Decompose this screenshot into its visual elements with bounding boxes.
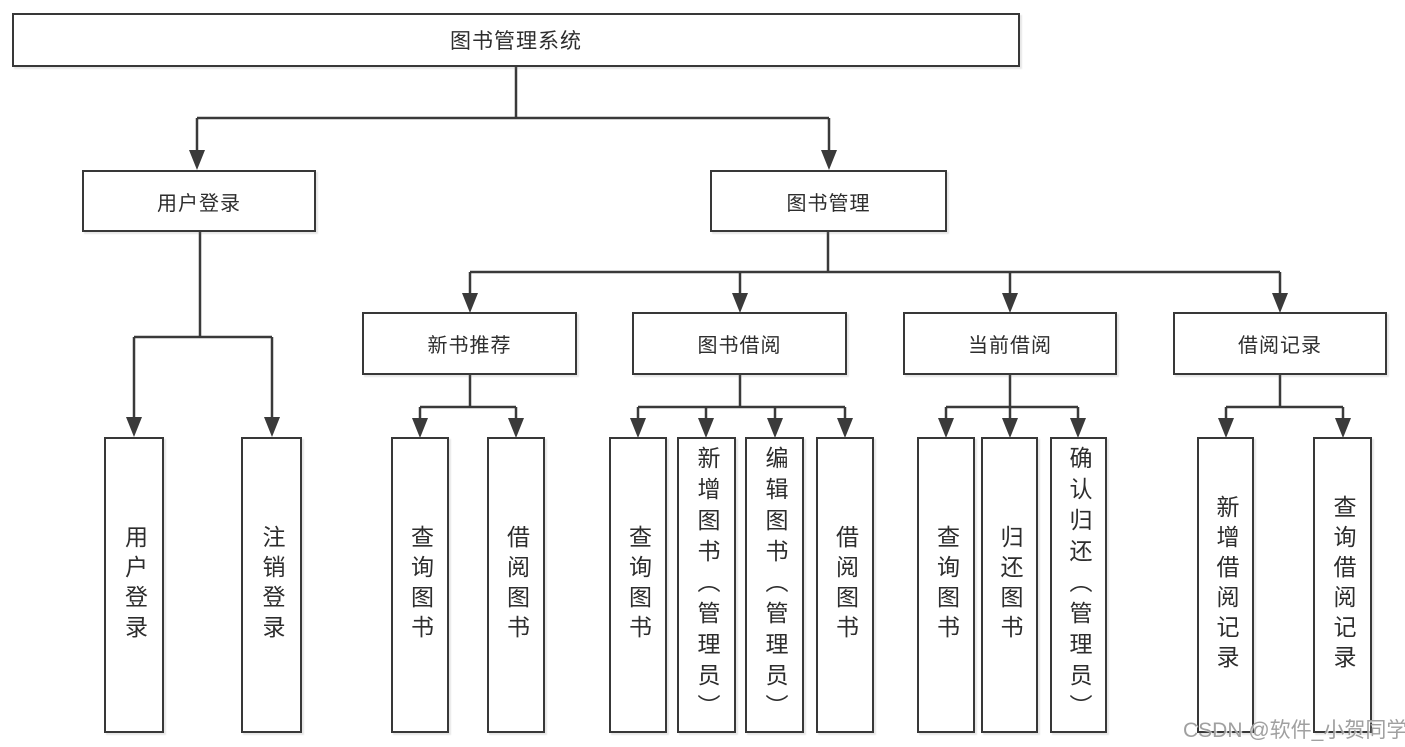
connector-root-to-level2 <box>195 67 831 151</box>
node-leaf-borrow-books: 借阅图书 <box>487 437 545 733</box>
node-label: 查询图书 <box>625 525 652 645</box>
node-label: 新增借阅记录 <box>1213 495 1239 675</box>
node-label: 查询图书 <box>933 525 960 645</box>
arrowhead-icon <box>508 418 524 438</box>
connector-new-rec-to-leaves <box>418 375 518 419</box>
node-user-login: 用户登录 <box>82 170 316 232</box>
connector-user-login-to-leaves <box>132 232 274 418</box>
node-leaf-query-books: 查询图书 <box>917 437 975 733</box>
arrowhead-icon <box>412 418 428 438</box>
connector-record-to-leaves <box>1224 375 1345 419</box>
node-label: 当前借阅 <box>968 335 1052 357</box>
node-label: 用户登录 <box>121 525 148 645</box>
node-book-borrowing: 图书借阅 <box>632 312 847 375</box>
node-label: 借阅记录 <box>1238 335 1322 357</box>
node-borrowing-records: 借阅记录 <box>1173 312 1387 375</box>
arrowhead-icon <box>732 293 748 313</box>
node-label: 确认归还（管理员） <box>1066 445 1092 725</box>
connector-current-to-leaves <box>944 375 1080 419</box>
node-label: 借阅图书 <box>503 525 530 645</box>
node-label: 图书管理 <box>786 192 871 215</box>
connector-borrow-to-leaves <box>636 375 847 419</box>
arrowhead-icon <box>189 150 205 170</box>
arrowhead-icon <box>1272 293 1288 313</box>
node-label: 归还图书 <box>997 525 1023 645</box>
node-leaf-query-borrow-record: 查询借阅记录 <box>1313 437 1372 733</box>
node-leaf-query-books: 查询图书 <box>391 437 449 733</box>
node-label: 查询图书 <box>407 525 434 645</box>
arrowhead-icon <box>1002 293 1018 313</box>
node-label: 查询借阅记录 <box>1330 495 1356 675</box>
arrowhead-icon <box>1002 418 1018 438</box>
node-leaf-edit-books-admin: 编辑图书（管理员） <box>745 437 804 733</box>
node-book-management-system: 图书管理系统 <box>12 13 1020 67</box>
arrowhead-icon <box>264 417 280 437</box>
node-label: 新书推荐 <box>427 335 512 357</box>
node-leaf-add-books-admin: 新增图书（管理员） <box>677 437 736 733</box>
arrowhead-icon <box>1218 418 1234 438</box>
node-label: 编辑图书（管理员） <box>762 445 788 725</box>
arrowhead-icon <box>821 150 837 170</box>
arrowhead-icon <box>837 418 853 438</box>
arrowhead-icon <box>767 418 783 438</box>
arrowhead-icon <box>126 417 142 437</box>
node-leaf-confirm-return-admin: 确认归还（管理员） <box>1050 437 1107 733</box>
arrowhead-icon <box>630 418 646 438</box>
node-label: 新增图书（管理员） <box>694 445 720 725</box>
arrowhead-icon <box>1335 418 1351 438</box>
node-leaf-user-login: 用户登录 <box>104 437 164 733</box>
node-new-book-recommendation: 新书推荐 <box>362 312 577 375</box>
connector-book-mgmt-to-level3 <box>468 232 1282 294</box>
node-leaf-borrow-books: 借阅图书 <box>816 437 874 733</box>
node-leaf-logout: 注销登录 <box>241 437 302 733</box>
arrowhead-icon <box>462 293 478 313</box>
arrowhead-icon <box>698 418 714 438</box>
node-current-borrowing: 当前借阅 <box>903 312 1117 375</box>
node-label: 借阅图书 <box>832 525 859 645</box>
node-book-management: 图书管理 <box>710 170 947 232</box>
arrowhead-icon <box>938 418 954 438</box>
node-leaf-add-borrow-record: 新增借阅记录 <box>1197 437 1254 733</box>
arrowhead-icon <box>1070 418 1086 438</box>
csdn-watermark: CSDN @软件_小贺同学 <box>1183 719 1405 742</box>
node-label: 用户登录 <box>157 192 241 215</box>
node-label: 图书借阅 <box>697 335 782 357</box>
node-leaf-query-books: 查询图书 <box>609 437 667 733</box>
node-label: 图书管理系统 <box>450 30 582 53</box>
node-label: 注销登录 <box>259 525 285 645</box>
node-leaf-return-books: 归还图书 <box>981 437 1038 733</box>
